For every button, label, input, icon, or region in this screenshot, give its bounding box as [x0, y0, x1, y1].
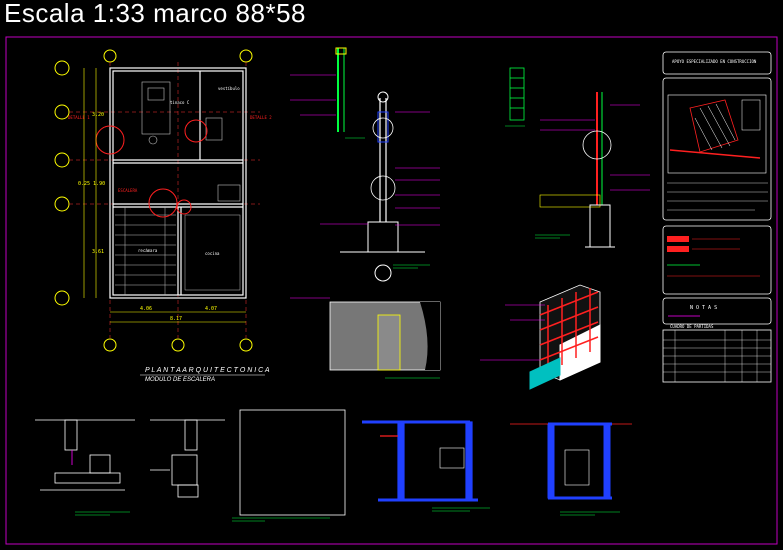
table-title: CUADRO DE PARTIDAS	[670, 324, 714, 329]
bottom-detail-3	[362, 420, 478, 502]
plan-detail-left: DETALLE 1	[68, 115, 90, 120]
bottom-detail-2	[150, 419, 225, 498]
wall-section-1	[290, 47, 347, 132]
isometric-wall	[480, 284, 601, 390]
plan-label-room3: recámara	[138, 248, 158, 253]
drawing-title: Escala 1:33 marco 88*58	[4, 0, 307, 28]
dim-bottom-right: 4.07	[205, 306, 217, 312]
notes-title: N O T A S	[690, 305, 717, 311]
bottom-captions	[75, 507, 620, 522]
parts-table	[663, 330, 771, 382]
plan-label-room4: cocina	[205, 251, 220, 256]
dim-bottom-left: 4.06	[140, 306, 152, 312]
dim-left-mid: 0.25 1.90	[78, 181, 105, 187]
wall-section-3	[539, 92, 650, 248]
green-annotations	[345, 125, 570, 269]
legend	[667, 236, 760, 277]
bottom-detail-4	[510, 422, 632, 500]
plan-label-room2: vestíbulo	[218, 86, 240, 91]
sheet-frame	[5, 36, 778, 545]
plan-label-stair: ESCALERA	[118, 188, 138, 193]
axis-markers	[54, 49, 253, 352]
floor-plan	[54, 49, 260, 352]
block-sample	[509, 67, 525, 121]
wall-section-2	[320, 91, 440, 282]
plan-caption-1: P L A N T A A R Q U I T E C T O N I C A	[145, 367, 270, 374]
plan-detail-right: DETALLE 2	[250, 115, 272, 120]
plan-label-room1: tinaco C	[170, 100, 190, 105]
dim-bottom-total: 8.17	[170, 316, 182, 322]
location-map	[667, 94, 767, 174]
dim-left-top: 3.20	[92, 112, 104, 118]
dim-left-bottom: 3.61	[92, 249, 104, 255]
bottom-detail-1	[35, 419, 135, 491]
concrete-detail	[290, 297, 441, 379]
blank-frame	[239, 409, 346, 516]
right-panel-header: APOYO ESPECIALIZADO EN CONSTRUCCION	[672, 59, 757, 64]
plan-caption-2: MODULO DE ESCALERA	[145, 377, 215, 383]
